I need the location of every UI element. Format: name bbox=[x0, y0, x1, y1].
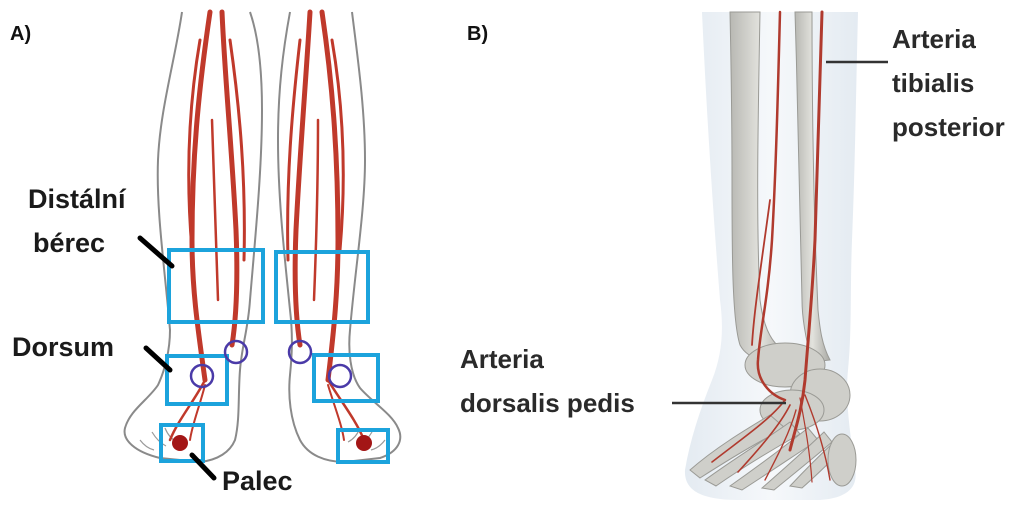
label-distal-line2: bérec bbox=[33, 228, 105, 258]
label-distal-line1: Distální bbox=[28, 184, 127, 214]
label-tibialis-line2: tibialis bbox=[892, 68, 974, 98]
panel-a: A) bbox=[10, 12, 400, 496]
label-tibialis-line1: Arteria bbox=[892, 24, 976, 54]
panel-b-letter: B) bbox=[467, 23, 488, 45]
label-dorsalis-line1: Arteria bbox=[460, 344, 544, 374]
label-tibialis-line3: posterior bbox=[892, 112, 1005, 142]
panel-a-letter: A) bbox=[10, 23, 31, 45]
left-toe-dot bbox=[172, 435, 188, 451]
right-toe-dot bbox=[356, 435, 372, 451]
label-palec: Palec bbox=[222, 466, 293, 496]
panel-b: B) bbox=[460, 12, 1005, 500]
label-dorsalis-line2: dorsalis pedis bbox=[460, 388, 635, 418]
label-dorsum: Dorsum bbox=[12, 332, 114, 362]
